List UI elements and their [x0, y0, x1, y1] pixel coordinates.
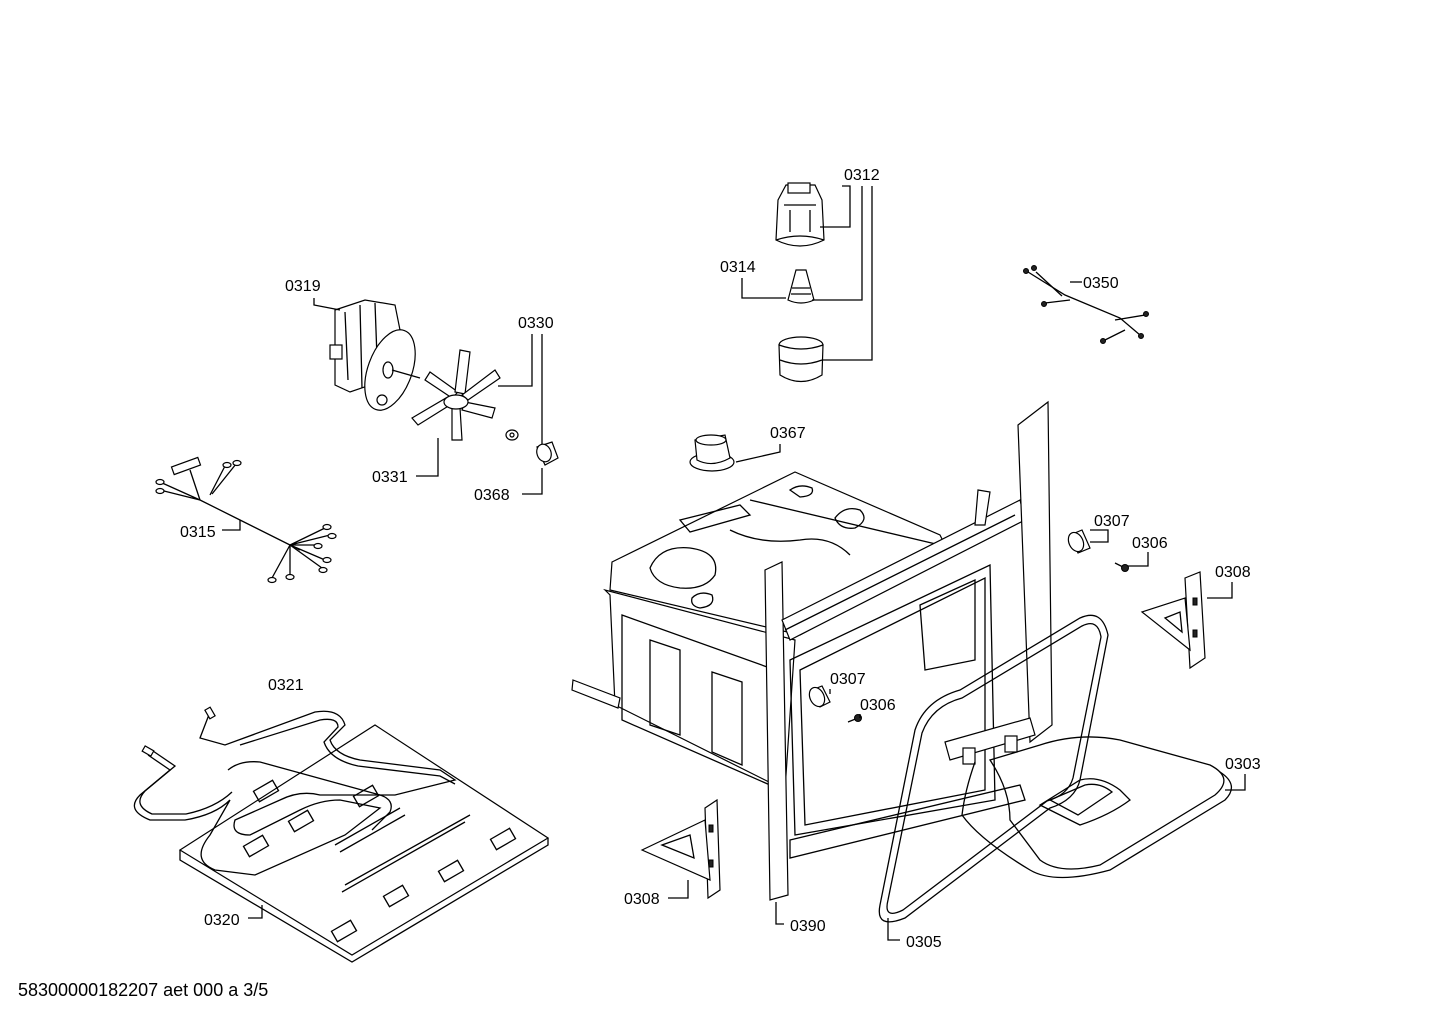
- fan-motor-part: [329, 299, 421, 411]
- label-0306-lower: 0306: [860, 697, 896, 714]
- nut-part: [536, 441, 559, 466]
- label-0368: 0368: [474, 487, 510, 504]
- thermostat-part: [689, 434, 735, 472]
- lamp-bulb-part: [787, 269, 815, 304]
- label-0315: 0315: [180, 524, 216, 541]
- label-0390: 0390: [790, 918, 826, 935]
- grill-heating-element-part: [944, 717, 1232, 879]
- hinge-bracket-right-part: [1140, 571, 1206, 670]
- label-0330: 0330: [518, 315, 554, 332]
- ring-heating-element-part: [878, 614, 1109, 923]
- label-0308-lower: 0308: [624, 891, 660, 908]
- label-0350: 0350: [1083, 275, 1119, 292]
- label-0306-upper: 0306: [1132, 535, 1168, 552]
- label-0307-lower: 0307: [830, 671, 866, 688]
- cable-harness-upper-part: [1023, 265, 1149, 344]
- document-footer-code: 58300000182207 aet 000 a 3/5: [18, 980, 269, 1000]
- washer-part: [505, 429, 519, 441]
- label-0367: 0367: [770, 425, 806, 442]
- screw-upper-part: [1114, 562, 1129, 572]
- knob-cap-lower-part: [808, 685, 831, 708]
- label-0308-upper: 0308: [1215, 564, 1251, 581]
- label-0319: 0319: [285, 278, 321, 295]
- lamp-housing-part: [775, 182, 825, 247]
- label-0312: 0312: [844, 167, 880, 184]
- label-0314: 0314: [720, 259, 756, 276]
- label-0307-upper: 0307: [1094, 513, 1130, 530]
- label-0321: 0321: [268, 677, 304, 694]
- leader-lines: [222, 185, 1246, 941]
- lamp-cover-part: [778, 336, 824, 383]
- label-0331: 0331: [372, 469, 408, 486]
- label-0320: 0320: [204, 912, 240, 929]
- knob-cap-upper-part: [1067, 529, 1091, 554]
- bottom-plate-part: [178, 724, 550, 963]
- lower-heating-element-part: [133, 706, 457, 876]
- label-0303: 0303: [1225, 756, 1261, 773]
- cable-harness-left-part: [155, 456, 337, 584]
- oven-cavity-part: [571, 400, 1053, 901]
- hinge-bracket-left-part: [640, 798, 721, 900]
- fan-impeller-part: [411, 349, 501, 441]
- label-0305: 0305: [906, 934, 942, 951]
